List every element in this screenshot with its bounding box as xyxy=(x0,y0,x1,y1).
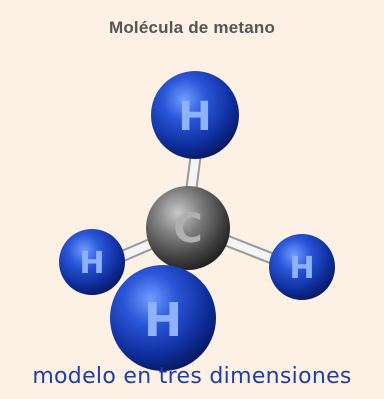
hydrogen-symbol: H xyxy=(178,94,211,140)
carbon-symbol: C xyxy=(173,206,202,252)
hydrogen-symbol: H xyxy=(289,251,314,286)
carbon-atom: C xyxy=(146,186,230,270)
hydrogen-symbol: H xyxy=(144,293,183,347)
hydrogen-atom-right: H xyxy=(269,234,335,300)
hydrogen-symbol: H xyxy=(79,246,104,281)
hydrogen-atom-left: H xyxy=(59,229,125,295)
diagram-caption: modelo en tres dimensiones xyxy=(32,364,352,389)
diagram-title: Molécula de metano xyxy=(108,18,276,37)
hydrogen-atom-top: H xyxy=(151,71,239,159)
hydrogen-atom-bottom: H xyxy=(110,265,216,371)
bond-right xyxy=(222,234,279,266)
